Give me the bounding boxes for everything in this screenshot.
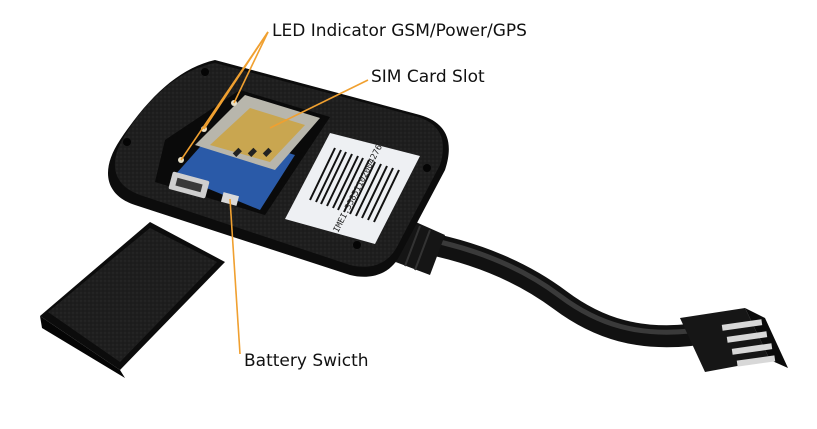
connector-plug (680, 308, 788, 372)
cable (385, 215, 701, 348)
battery-switch-label: Battery Swicth (244, 351, 369, 371)
sim-card-slot-label: SIM Card Slot (371, 67, 485, 87)
leader-lines (180, 31, 369, 355)
battery-cover (40, 222, 225, 378)
device-body: IMEI:358511020042765 (108, 60, 449, 277)
led-indicator-label: LED Indicator GSM/Power/GPS (272, 21, 527, 41)
